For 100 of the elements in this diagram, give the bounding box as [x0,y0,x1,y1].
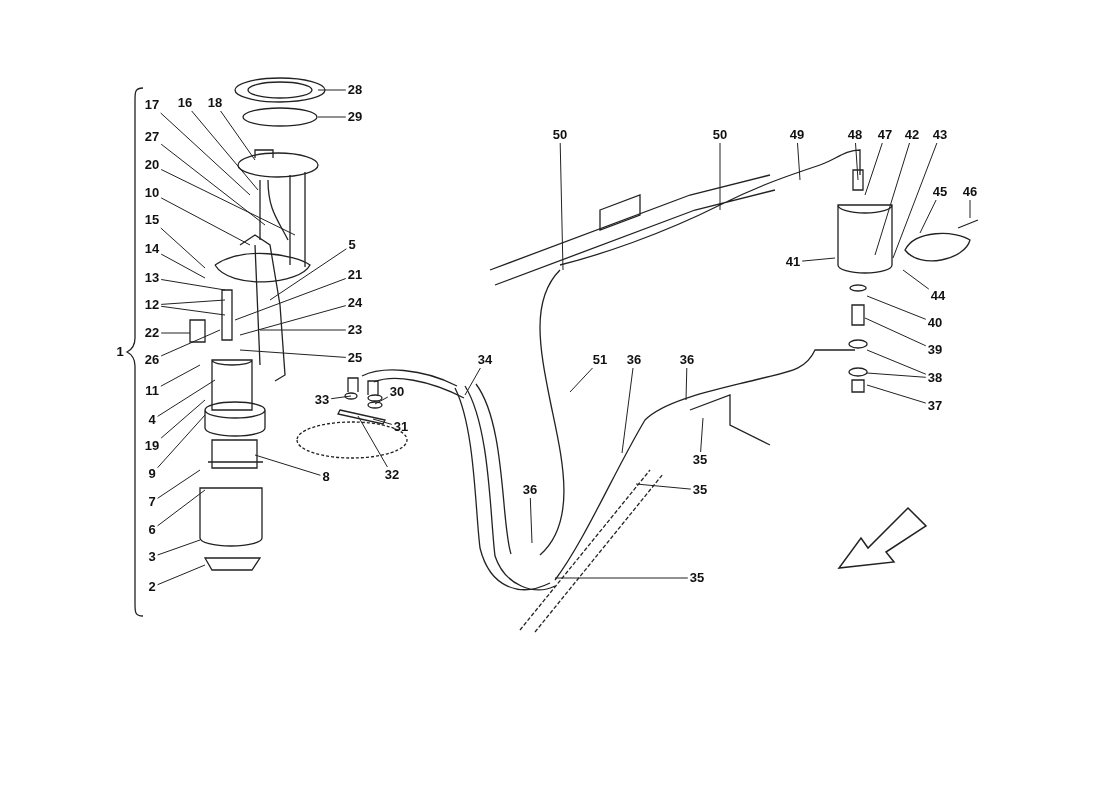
leader-line [157,414,206,469]
leader-line [554,577,689,579]
callout-number: 7 [147,495,157,509]
leader-line [529,497,533,544]
leader-line [569,367,593,393]
leader-line [160,279,226,291]
leader-line [160,112,251,196]
leader-line [902,269,930,290]
leader-line [801,257,836,262]
leader-line [160,227,206,269]
callout-number: 15 [143,213,161,227]
callout-number: 14 [143,242,161,256]
callout-number: 32 [383,468,401,482]
leader-line [559,142,564,271]
leader-line [635,483,692,490]
leader-line [919,199,937,234]
leader-line [160,305,226,316]
callout-number: 18 [206,96,224,110]
callout-number: 9 [147,467,157,481]
leader-line [874,142,910,256]
callout-number: 39 [926,343,944,357]
callout-number: 37 [926,399,944,413]
leader-line [239,349,347,358]
callout-number: 38 [926,371,944,385]
leader-line [464,367,481,396]
callout-number: 21 [346,268,364,282]
leader-line [160,197,251,246]
leader-line [160,143,266,226]
leader-line [160,364,201,387]
leader-line [330,395,352,400]
leader-line [374,396,389,405]
callout-number: 34 [476,353,494,367]
callout-number: 47 [876,128,894,142]
leader-line [157,379,216,417]
callout-number: 16 [176,96,194,110]
leader-line [191,110,259,191]
callout-number: 8 [321,470,331,484]
callout-number: 36 [625,353,643,367]
callout-number: 43 [931,128,949,142]
leader-line [160,399,206,439]
leader-line [269,248,347,301]
leader-line [259,329,347,331]
callout-number: 28 [346,83,364,97]
callout-number: 4 [147,413,157,427]
leader-line [866,295,927,320]
leader-line [234,278,347,321]
callout-number: 44 [929,289,947,303]
callout-number: 2 [147,580,157,594]
callout-number: 30 [388,385,406,399]
callout-number: 35 [691,453,709,467]
callout-number: 17 [143,98,161,112]
callout-number: 31 [392,420,410,434]
callout-number: 46 [961,185,979,199]
callout-number: 41 [784,255,802,269]
leader-line [160,169,296,236]
leader-line [160,253,206,279]
leader-line [317,89,347,91]
callout-number: 12 [143,298,161,312]
callout-number: 11 [144,384,160,398]
leader-line [160,299,226,305]
callout-number: 26 [143,353,161,367]
leader-line [864,317,927,347]
leader-line [700,417,704,453]
callout-number: 5 [347,238,357,252]
leader-line [621,367,634,454]
callout-number: 50 [711,128,729,142]
callout-number: 35 [691,483,709,497]
callout-number: 22 [143,326,161,340]
leader-line [157,469,201,499]
leader-line [317,116,347,118]
callout-number: 23 [346,323,364,337]
callout-number: 25 [346,351,364,365]
leader-line [719,142,721,211]
callout-number: 50 [551,128,569,142]
leader-line [797,142,801,181]
leader-line [969,199,971,219]
callout-number: 36 [521,483,539,497]
callout-number: 29 [346,110,364,124]
leader-line [220,110,256,161]
leader-line [254,454,321,476]
callout-number: 48 [846,128,864,142]
leader-line [866,384,927,404]
leader-line [357,415,388,468]
leader-line [157,489,206,527]
callout-number: 19 [143,439,161,453]
callout-number: 13 [143,271,161,285]
callout-number: 1 [115,345,125,359]
leader-line [157,539,201,556]
callout-number: 42 [903,128,921,142]
callout-number: 36 [678,353,696,367]
callout-number: 49 [788,128,806,142]
callout-number: 35 [688,571,706,585]
leader-line [372,418,393,425]
leader-line [866,349,927,375]
callout-number: 40 [926,316,944,330]
callout-number: 3 [147,550,157,564]
leader-line [160,332,191,334]
leader-line [866,372,927,378]
callout-number: 20 [143,158,161,172]
callout-number: 33 [313,393,331,407]
